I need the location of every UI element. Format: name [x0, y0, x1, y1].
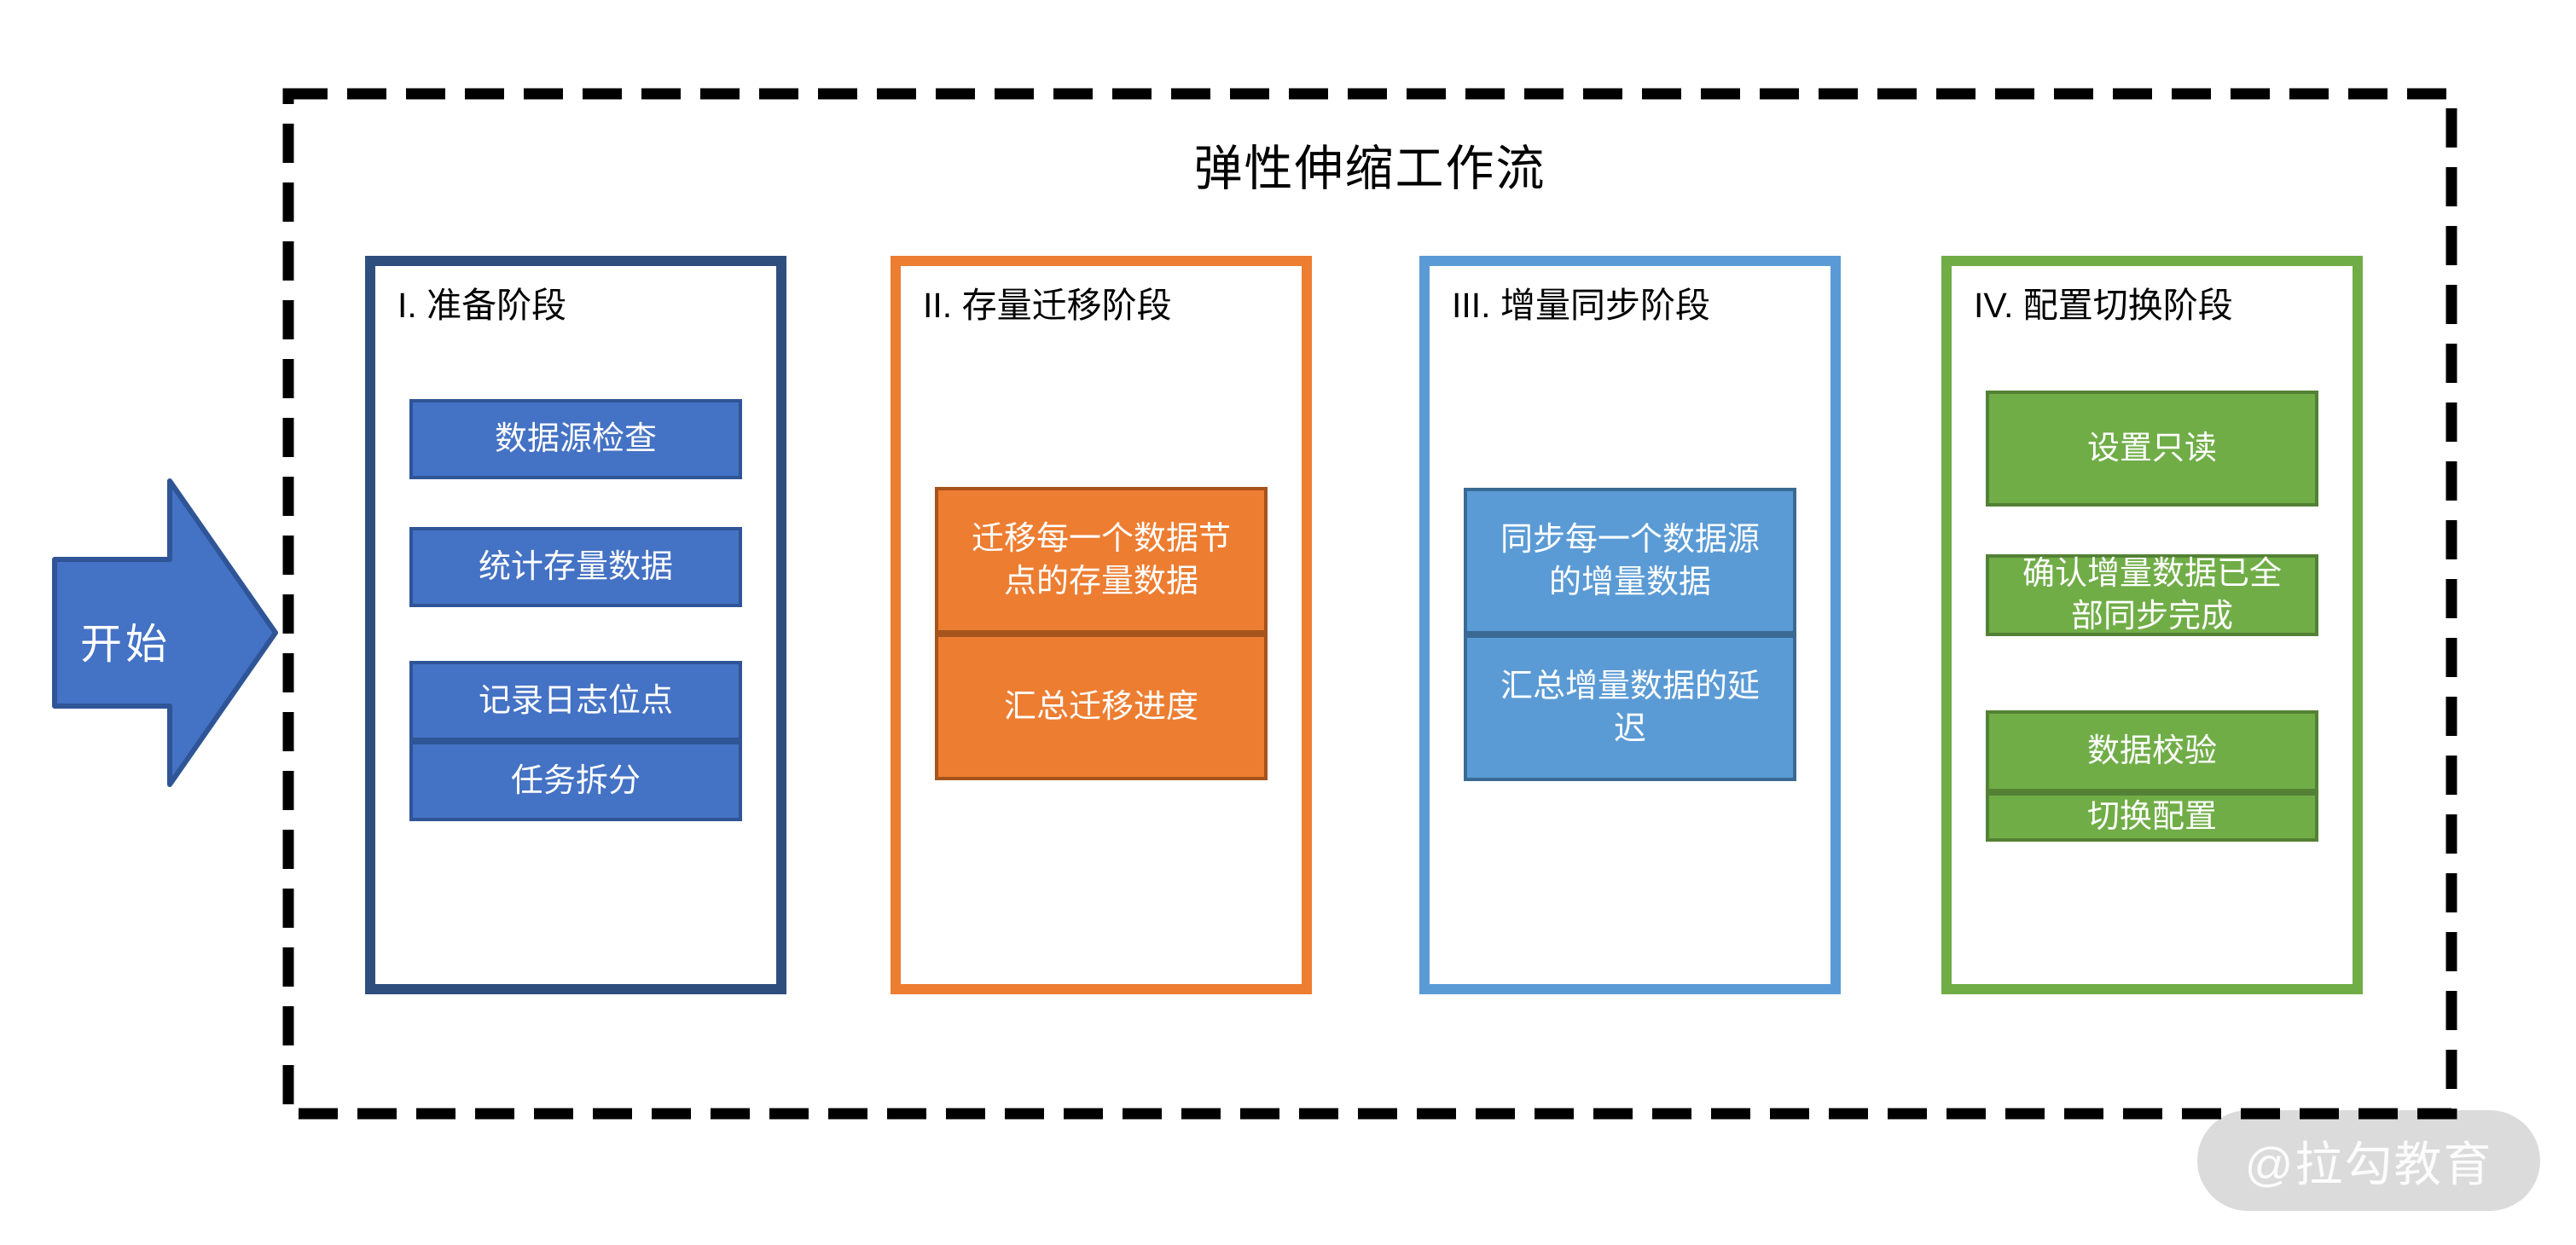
step-box: 汇总增量数据的延迟	[1464, 634, 1796, 781]
phase-column-full-migration: II. 存量迁移阶段 迁移每一个数据节点的存量数据 汇总迁移进度	[891, 256, 1312, 994]
step-box: 统计存量数据	[409, 527, 742, 607]
step-box: 数据校验	[1986, 710, 2318, 792]
phase-column-preparation: I. 准备阶段 数据源检查 统计存量数据 记录日志位点 任务拆分	[365, 256, 786, 994]
step-box: 汇总迁移进度	[935, 634, 1268, 780]
phase-heading: III. 增量同步阶段	[1452, 286, 1710, 325]
phase-column-incremental-sync: III. 增量同步阶段 同步每一个数据源的增量数据 汇总增量数据的延迟	[1419, 256, 1841, 994]
step-box: 设置只读	[1986, 391, 2318, 507]
phase-heading: II. 存量迁移阶段	[923, 286, 1172, 325]
start-arrow: 开始	[51, 476, 280, 791]
phase-column-config-switch: IV. 配置切换阶段 设置只读 确认增量数据已全部同步完成 数据校验 切换配置	[1941, 256, 2363, 994]
step-box: 同步每一个数据源的增量数据	[1464, 488, 1796, 634]
step-box: 数据源检查	[409, 399, 742, 479]
watermark-text: @拉勾教育	[2244, 1137, 2493, 1191]
step-box: 切换配置	[1986, 792, 2318, 842]
step-box: 确认增量数据已全部同步完成	[1986, 554, 2318, 636]
step-box: 迁移每一个数据节点的存量数据	[935, 487, 1268, 634]
watermark-badge: @拉勾教育	[2197, 1110, 2540, 1211]
phase-heading: IV. 配置切换阶段	[1974, 286, 2233, 325]
step-box: 记录日志位点	[409, 661, 742, 741]
phase-heading: I. 准备阶段	[397, 286, 567, 325]
start-label: 开始	[79, 622, 171, 668]
start-arrow-shape	[52, 478, 278, 787]
step-box: 任务拆分	[409, 741, 742, 821]
diagram-title: 弹性伸缩工作流	[1193, 142, 1546, 196]
